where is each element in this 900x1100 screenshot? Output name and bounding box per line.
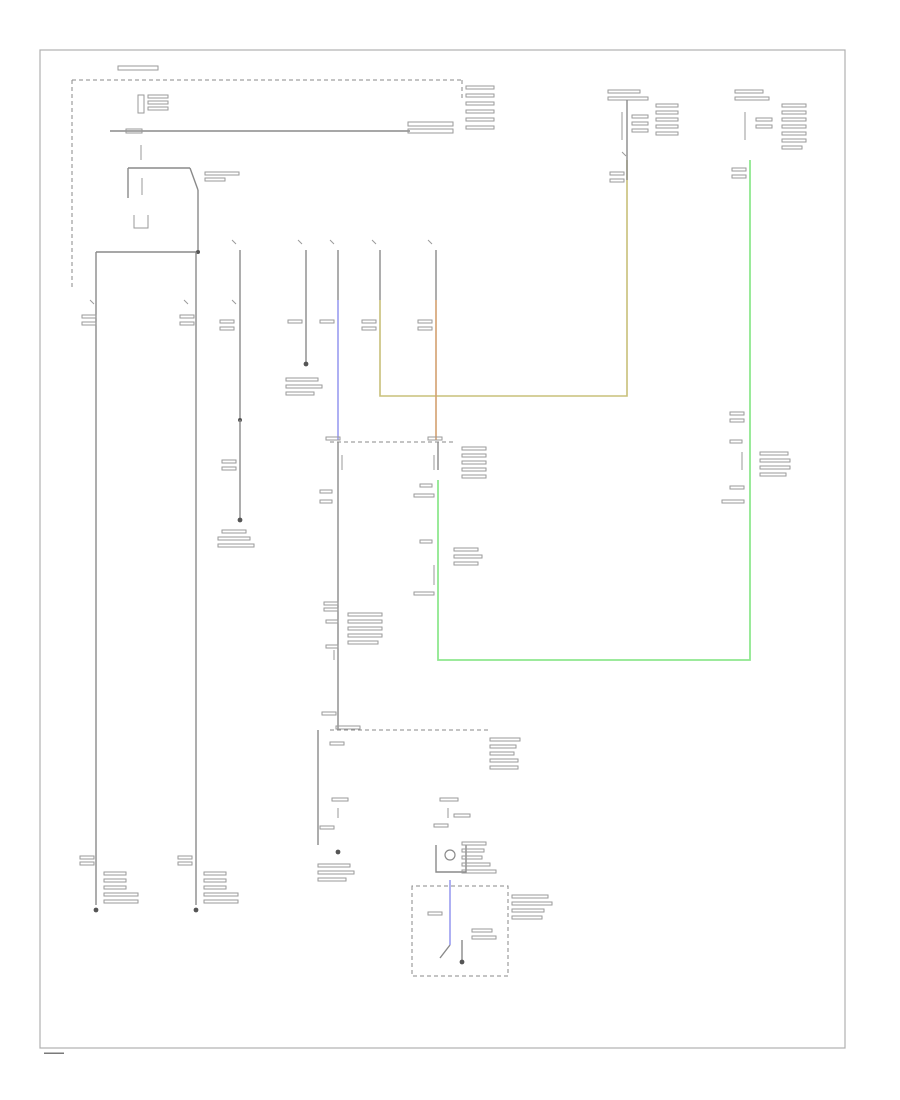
fuse-block-top-left bbox=[71, 65, 495, 290]
connector-pins bbox=[217, 239, 437, 548]
module-top-right-1 bbox=[607, 89, 679, 183]
relay-mid-right bbox=[413, 539, 483, 596]
wire-yellow bbox=[379, 160, 628, 397]
ground-connector-left-2 bbox=[177, 855, 239, 913]
junction-connector-mid bbox=[319, 436, 487, 504]
left-wires bbox=[81, 250, 200, 870]
colored-wires bbox=[337, 160, 751, 661]
relay-switch bbox=[127, 167, 240, 250]
junction-connector-lower bbox=[317, 725, 521, 882]
ground-connector-left-1 bbox=[79, 855, 139, 913]
switch-assembly-bottom bbox=[411, 797, 553, 977]
center-chain bbox=[321, 470, 383, 730]
wire-green bbox=[437, 160, 751, 661]
footer-code: ▬▬▬▬ bbox=[44, 1050, 64, 1056]
diagram-frame bbox=[39, 49, 846, 1049]
connector-right bbox=[721, 411, 791, 504]
module-top-right-2 bbox=[731, 89, 807, 179]
